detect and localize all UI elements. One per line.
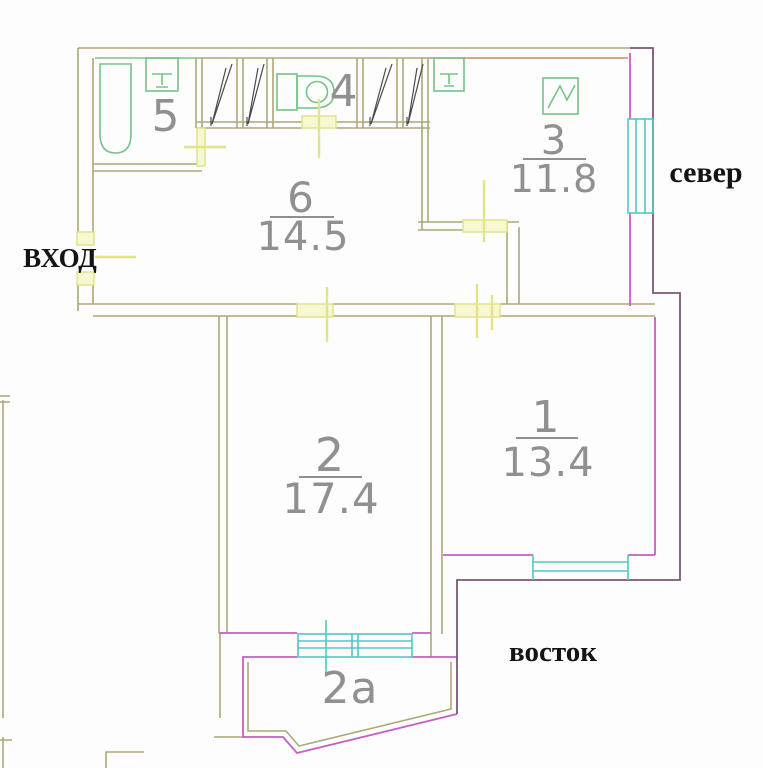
bathroom-walls [93, 58, 203, 172]
stove-icon [542, 77, 579, 115]
room-5-number: 5 [152, 91, 181, 142]
room1-room2-shared-wall [430, 316, 443, 657]
hall-bottom-wall [78, 303, 655, 317]
room-3-area: 11.8 [510, 157, 599, 201]
fixtures [99, 57, 579, 154]
neighbor-building-lines [0, 395, 144, 768]
room-4-number: 4 [330, 66, 359, 117]
balcony-outline [242, 656, 458, 755]
direction-labels: ВХОД север восток [23, 156, 742, 668]
door-marks [76, 99, 508, 342]
kitchen-sink-icon [433, 57, 465, 92]
entry-door-mark [76, 271, 95, 286]
room2-door-mark [296, 303, 334, 318]
entrance-label: ВХОД [23, 243, 97, 273]
room-6-area: 14.5 [256, 214, 349, 260]
room2-left-wall [214, 316, 243, 738]
room1-window [532, 555, 629, 580]
room2-balcony-window [297, 620, 413, 674]
kitchen-north-window [627, 118, 654, 214]
room-1-area: 13.4 [501, 440, 594, 486]
room-labels: 5 4 3 11.8 6 14.5 2 17.4 1 13.4 2а [152, 66, 599, 714]
exterior-right-outline [456, 47, 681, 714]
room-2-area: 17.4 [282, 474, 380, 523]
bath-sink-icon [145, 57, 179, 92]
room-2-number: 2 [315, 428, 345, 482]
room-3-number: 3 [541, 118, 567, 164]
closet-partitions [236, 58, 404, 128]
walls [0, 47, 655, 768]
entry-door-mark [76, 231, 95, 246]
balcony-inner-line [247, 662, 452, 747]
windows [297, 118, 654, 674]
balcony-number: 2а [322, 663, 379, 714]
toilet-icon [276, 73, 335, 111]
room-6-number: 6 [287, 173, 315, 222]
east-label: восток [509, 636, 597, 668]
left-wall [77, 48, 94, 311]
bathtub-icon [99, 63, 132, 154]
exterior-outline [456, 47, 681, 714]
closet-door-leaves [210, 63, 424, 126]
north-label: север [669, 156, 742, 189]
room-1-number: 1 [532, 392, 561, 443]
partition-walls [219, 53, 656, 755]
kitchen-left-walls [418, 58, 520, 304]
